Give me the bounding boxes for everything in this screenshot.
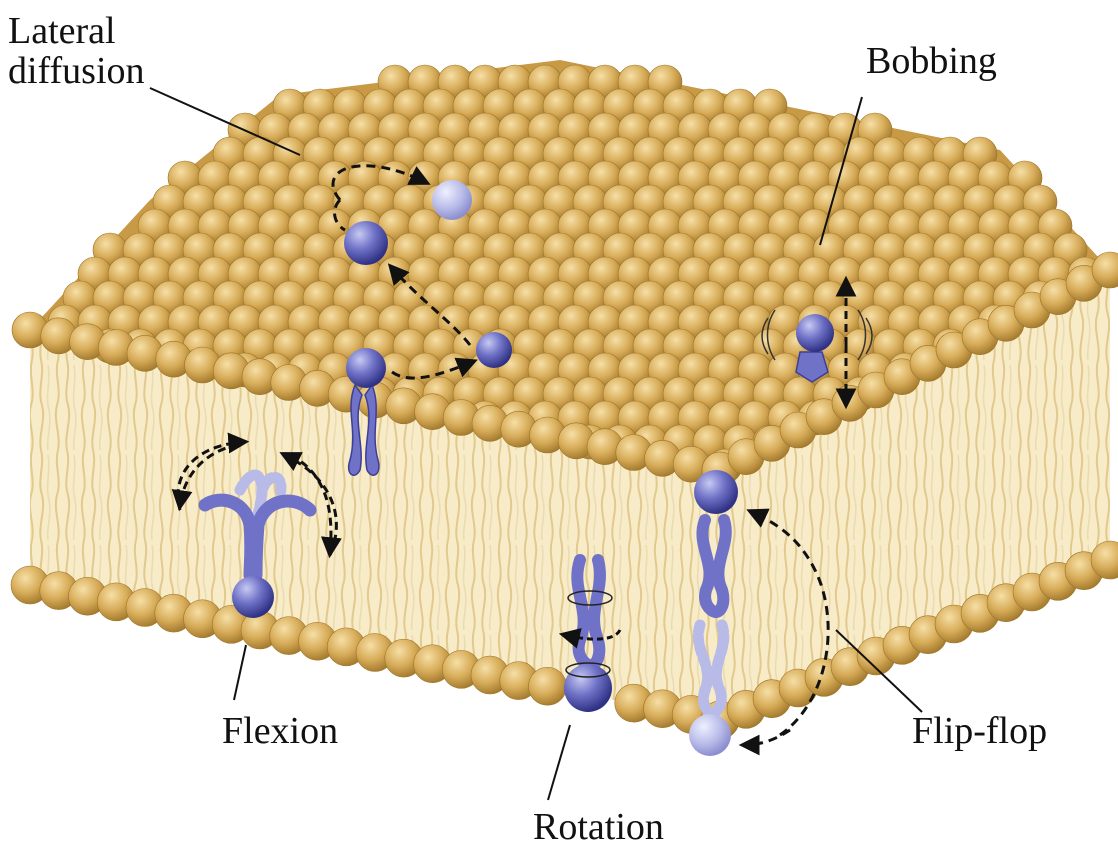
label-bobbing: Bobbing xyxy=(866,42,997,80)
headgroup-sphere xyxy=(529,667,567,705)
label-flexion: Flexion xyxy=(222,712,338,750)
label-flip-flop: Flip-flop xyxy=(912,712,1047,750)
label-lateral-line1: Lateral xyxy=(8,12,145,52)
label-lateral-line2: diffusion xyxy=(8,52,145,92)
label-rotation: Rotation xyxy=(533,808,664,846)
label-lateral-diffusion: Lateral diffusion xyxy=(8,12,145,92)
